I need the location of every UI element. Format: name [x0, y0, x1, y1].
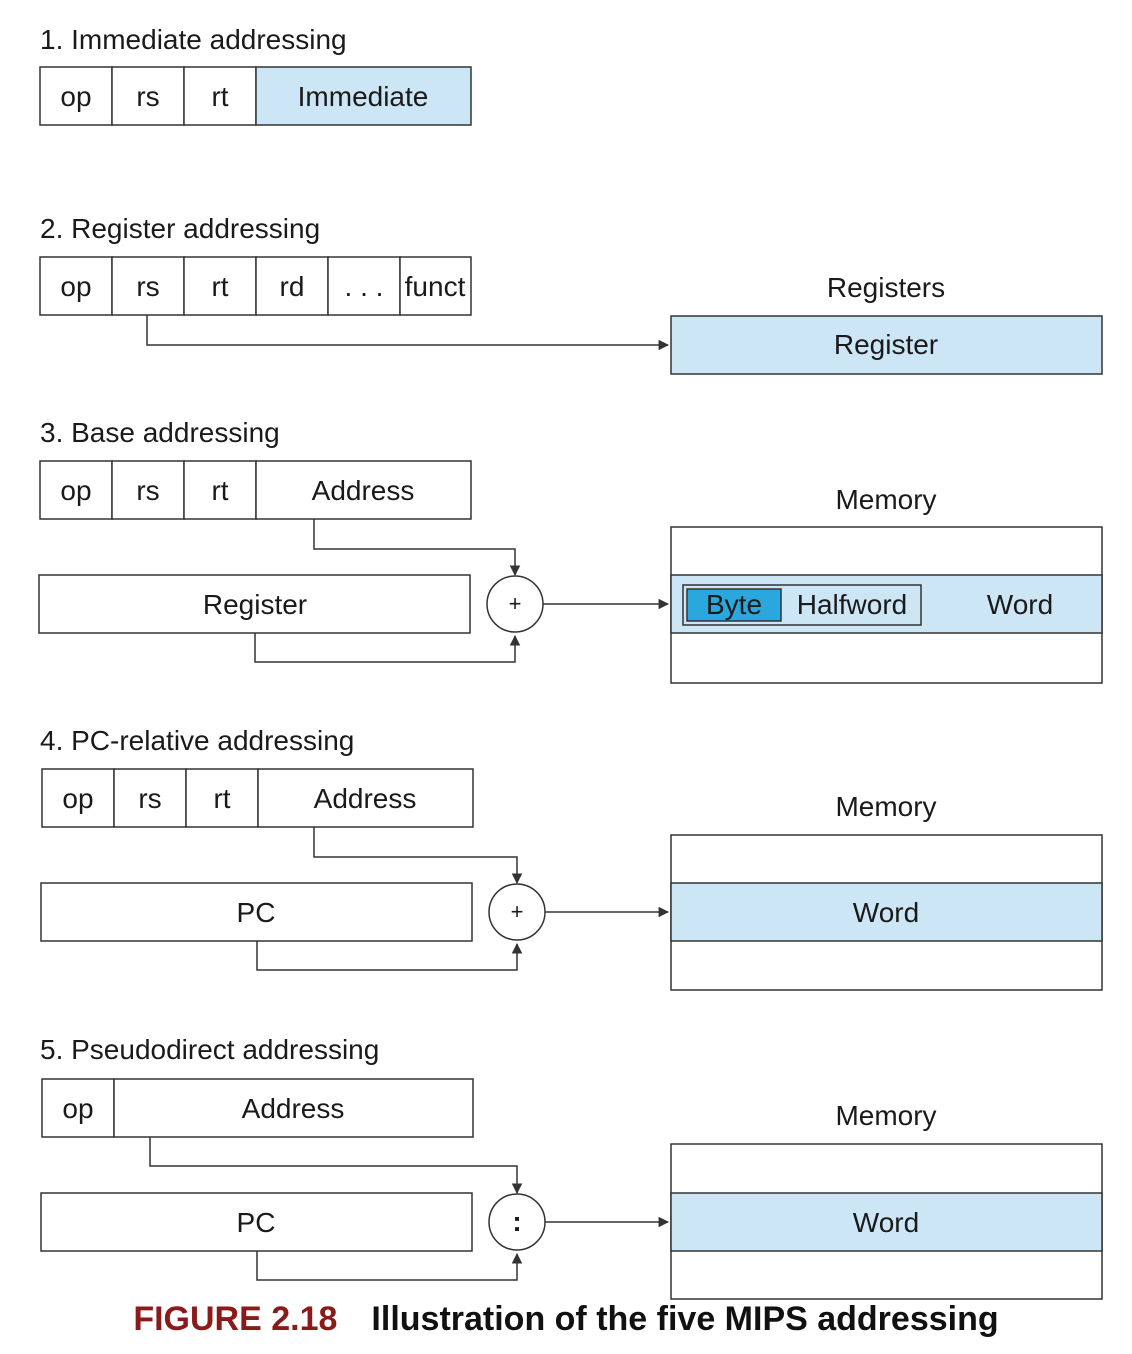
field-address: Address: [242, 1093, 345, 1124]
byte-label: Byte: [706, 589, 762, 620]
word-row: [670, 882, 1103, 942]
figure-caption: FIGURE 2.18 Illustration of the five MIPS…: [0, 1300, 1132, 1339]
registers-title: Registers: [827, 272, 945, 303]
base-register-label: Register: [203, 589, 307, 620]
field-op: op: [62, 1093, 93, 1124]
field-op: op: [60, 475, 91, 506]
address-to-adder-arrow: [313, 519, 521, 577]
pc-to-concat-arrow: [256, 1251, 523, 1281]
instruction-format: op rs rt Address: [39, 460, 472, 520]
pc-box: [40, 1192, 473, 1252]
memory-title: Memory: [835, 1100, 936, 1131]
concat-symbol: :: [512, 1206, 521, 1237]
halfword-label: Halfword: [797, 589, 907, 620]
field-rt: rt: [211, 271, 228, 302]
field-rt: rt: [211, 475, 228, 506]
field-op: op: [60, 81, 91, 112]
field-op: op: [62, 783, 93, 814]
word-label: Word: [987, 589, 1053, 620]
address-to-concat-arrow: [149, 1137, 523, 1195]
section-pseudodirect-addressing: 5. Pseudodirect addressing op Address PC…: [40, 1034, 1103, 1300]
byte-box: [686, 588, 782, 622]
field-rs: rs: [136, 271, 159, 302]
base-register-box: [38, 574, 471, 634]
field-address: Address: [314, 783, 417, 814]
rs-to-register-arrow: [146, 315, 670, 351]
field-rs: rs: [136, 475, 159, 506]
memory-block: Byte Halfword Word: [670, 526, 1103, 684]
field-rt: rt: [213, 783, 230, 814]
memory-block: Word: [670, 834, 1103, 991]
memory-title: Memory: [835, 484, 936, 515]
register-label: Register: [834, 329, 938, 360]
register-to-adder-arrow: [254, 633, 521, 663]
section-pc-relative-addressing: 4. PC-relative addressing op rs rt Addre…: [40, 725, 1103, 991]
pc-label: PC: [237, 1207, 276, 1238]
pc-to-adder-arrow: [256, 941, 523, 971]
word-label: Word: [853, 1207, 919, 1238]
section-title: 4. PC-relative addressing: [40, 725, 354, 756]
instruction-format: op rs rt Address: [41, 768, 474, 828]
address-to-adder-arrow: [313, 827, 523, 885]
immediate-field-highlight: [255, 66, 472, 126]
halfword-box: [682, 584, 922, 626]
adder-symbol: +: [509, 591, 522, 616]
field-immediate: Immediate: [298, 81, 429, 112]
register-box: [670, 315, 1103, 375]
field-op: op: [60, 271, 91, 302]
field-rs: rs: [136, 81, 159, 112]
section-title: 1. Immediate addressing: [40, 24, 347, 55]
field-funct: funct: [405, 271, 466, 302]
section-title: 2. Register addressing: [40, 213, 320, 244]
word-row: [670, 1192, 1103, 1252]
field-rt: rt: [211, 81, 228, 112]
adder-symbol: +: [511, 899, 524, 924]
pc-label: PC: [237, 897, 276, 928]
figure-caption-text: Illustration of the five MIPS addressing: [371, 1300, 999, 1338]
figure-label: FIGURE 2.18: [133, 1300, 338, 1338]
memory-title: Memory: [835, 791, 936, 822]
instruction-format: op rs rt Immediate: [39, 66, 472, 126]
instruction-format: op rs rt rd . . . funct: [39, 256, 472, 316]
section-immediate-addressing: 1. Immediate addressing op rs rt Immedia…: [39, 24, 472, 126]
section-title: 5. Pseudodirect addressing: [40, 1034, 379, 1065]
section-base-addressing: 3. Base addressing op rs rt Address Regi…: [38, 417, 1103, 684]
section-register-addressing: 2. Register addressing op rs rt rd . . .…: [39, 213, 1103, 375]
field-rs: rs: [138, 783, 161, 814]
field-rd: rd: [280, 271, 305, 302]
field-address: Address: [312, 475, 415, 506]
word-label: Word: [853, 897, 919, 928]
section-title: 3. Base addressing: [40, 417, 280, 448]
instruction-format: op Address: [41, 1078, 474, 1138]
pc-box: [40, 882, 473, 942]
memory-block: Word: [670, 1143, 1103, 1300]
field-ellipsis: . . .: [345, 271, 384, 302]
